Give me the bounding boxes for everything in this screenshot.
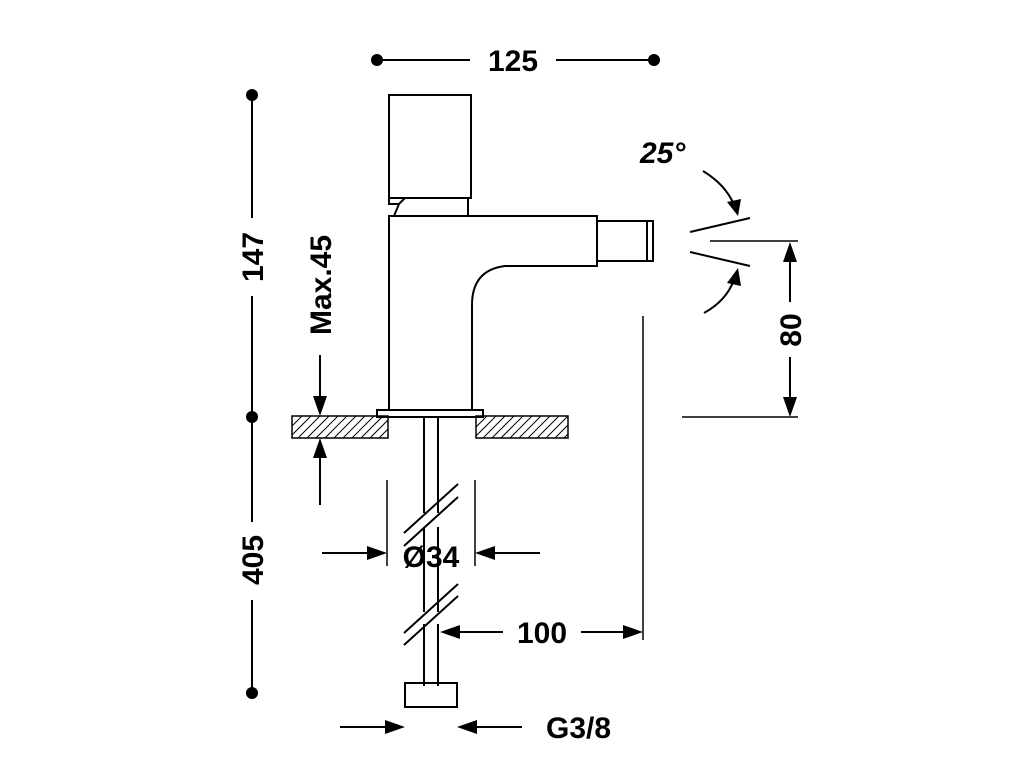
label-connection-g38: G3/8 <box>546 712 611 745</box>
lever-handle <box>388 94 472 199</box>
dim-max-deck: Max.45 <box>305 235 338 505</box>
label-diameter-34: Ø34 <box>403 541 460 574</box>
label-height-80: 80 <box>775 313 808 346</box>
label-angle-25: 25° <box>639 137 686 170</box>
spray-nozzle <box>596 220 654 262</box>
mixer-body <box>376 94 654 418</box>
deck-section <box>291 415 569 439</box>
connector-nut <box>404 682 458 708</box>
dim-reach-100: 100 <box>440 316 644 650</box>
dim-connection-g38: G3/8 <box>340 712 611 745</box>
label-height-147: 147 <box>237 232 270 282</box>
tail-pipe <box>403 417 459 708</box>
label-width-125: 125 <box>488 45 538 78</box>
mixer-spout-body <box>388 215 598 411</box>
dim-diameter-34: Ø34 <box>322 480 540 574</box>
label-height-405: 405 <box>237 535 270 585</box>
dim-width-125: 125 <box>371 45 660 78</box>
label-reach-100: 100 <box>517 617 567 650</box>
base-flange <box>376 409 484 418</box>
lever-neck <box>388 197 406 205</box>
dim-spray-angle: 25° <box>639 137 798 314</box>
dim-height-80: 80 <box>682 242 808 418</box>
dim-vertical-left: 147 405 <box>237 89 270 699</box>
label-max-45: Max.45 <box>305 235 338 335</box>
